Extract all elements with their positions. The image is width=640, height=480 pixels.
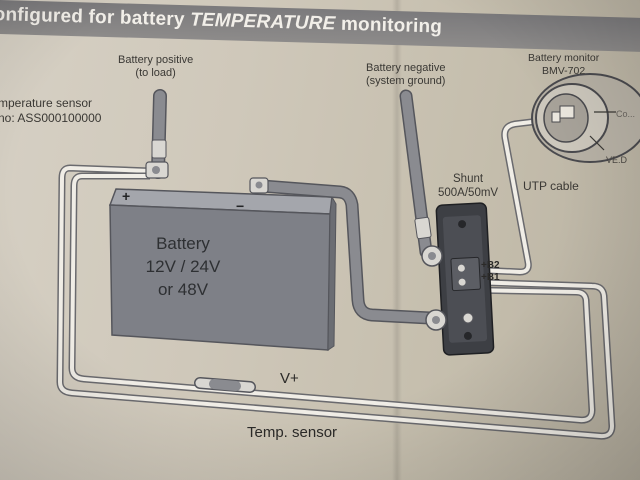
b2-label: +B2 xyxy=(481,260,500,271)
battery-minus-sign: − xyxy=(236,198,245,214)
vplus-label: V+ xyxy=(280,370,299,387)
shunt-label: Shunt 500A/50mV xyxy=(438,173,499,199)
shunt xyxy=(435,202,495,356)
battery-monitor xyxy=(531,73,640,163)
battery-positive-label: Battery positive (to load) xyxy=(118,54,194,79)
monitor-vedirect-label: VE.D xyxy=(606,155,628,165)
utp-cable-label: UTP cable xyxy=(523,179,579,193)
battery-negative-label: Battery negative (system ground) xyxy=(366,62,446,87)
temperature-sensor-label: mperature sensor no: ASS000100000 xyxy=(0,96,102,125)
battery-label: Battery 12V / 24V or 48V xyxy=(145,234,221,299)
inline-fuse xyxy=(194,377,256,393)
battery-monitor-label: Battery monitor BMV-702 xyxy=(528,52,600,77)
monitor-connector-label: Co... xyxy=(616,109,636,119)
battery-plus-sign: + xyxy=(122,188,131,204)
b1-label: +B1 xyxy=(481,272,500,283)
temp-sensor-bottom-label: Temp. sensor xyxy=(247,424,338,441)
page-fold xyxy=(392,0,402,480)
